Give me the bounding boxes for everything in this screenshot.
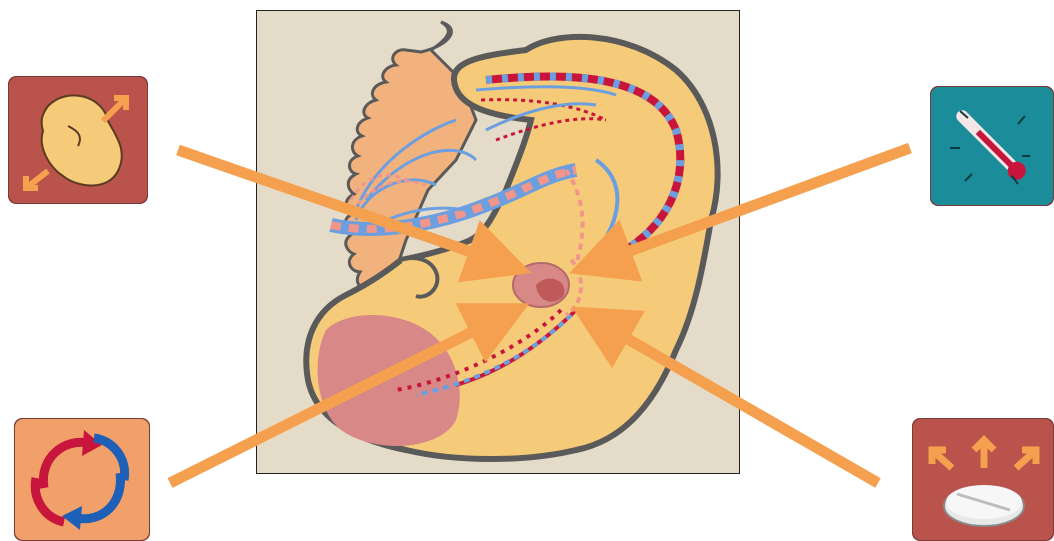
pill-distribution-icon: [912, 418, 1054, 541]
tile-circulation[interactable]: [14, 418, 150, 541]
thermometer-icon: [930, 86, 1054, 206]
tile-fetus-growth[interactable]: [8, 76, 148, 204]
fetal-circulation-illustration: [256, 10, 740, 474]
circulation-cycle-icon: [14, 418, 150, 541]
tile-temperature[interactable]: [930, 86, 1054, 206]
tile-drug-distribution[interactable]: [912, 418, 1054, 541]
fetus-growth-icon: [8, 76, 148, 204]
